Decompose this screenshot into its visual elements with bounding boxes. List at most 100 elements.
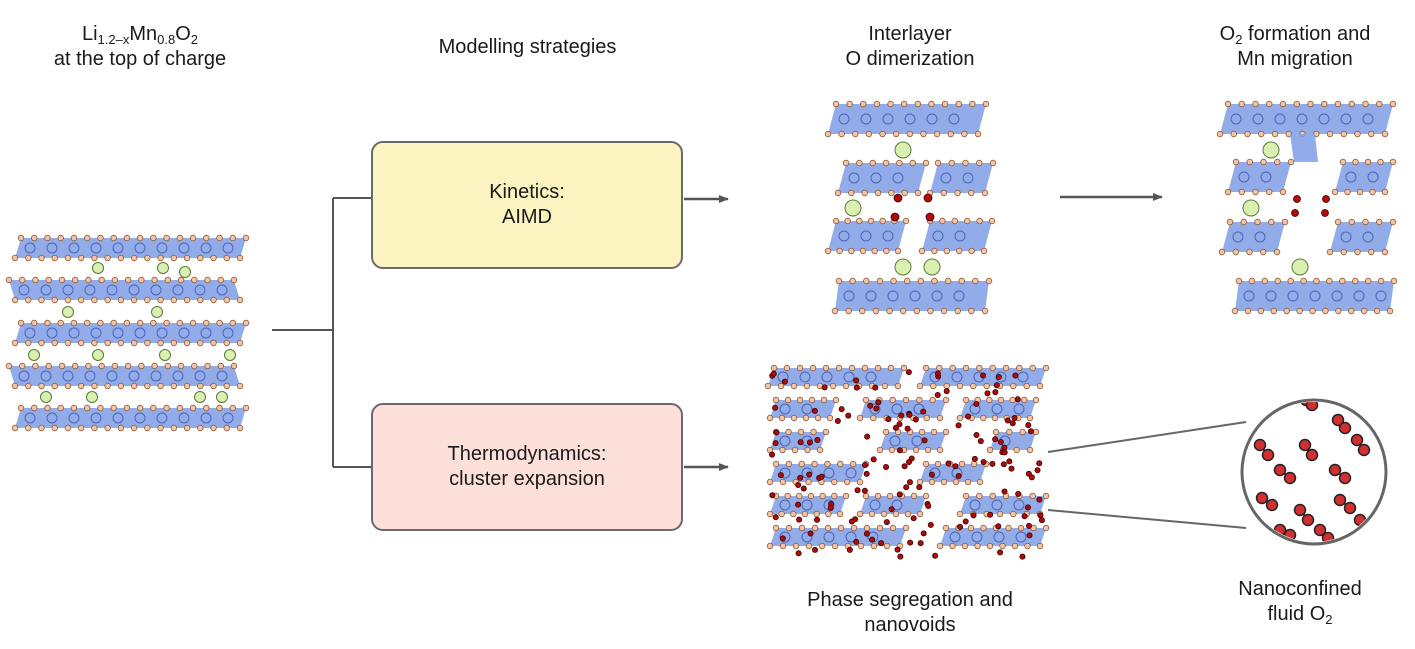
mn-atom [838,113,850,125]
oxygen-atom [861,189,868,197]
mn-slab [1335,162,1393,192]
oxygen-dimer-atom [811,407,818,414]
oxygen-atom [923,414,930,422]
oxygen-atom [1339,158,1347,166]
phase-segregation-structure [764,364,1050,560]
oxygen-atom [1331,188,1339,196]
oxygen-atom [1360,307,1368,315]
oxygen-atom [130,254,138,262]
oxygen-atom [980,247,988,255]
oxygen-atom [842,382,850,390]
oxygen-atom [980,414,987,422]
o2-atom [1261,448,1275,462]
oxygen-atom [150,404,157,412]
oxygen-atom [791,446,799,454]
oxygen-atom [242,404,250,412]
oxygen-atom [882,159,890,167]
oxygen-dimer-atom [1000,461,1007,468]
lithium-atom [923,258,941,276]
lithium-atom [28,349,40,361]
oxygen-atom [57,404,64,412]
mn-atom [62,284,74,296]
oxygen-dimer-atom [1038,517,1045,524]
oxygen-atom [70,319,78,327]
oxygen-atom [976,364,983,372]
oxygen-atom [1377,277,1385,285]
oxygen-atom [1216,130,1224,138]
mn-atom [962,172,974,184]
oxygen-atom [811,524,819,532]
mn-atom [178,242,190,254]
oxygen-atom [876,446,884,454]
mn-atom [1331,290,1343,302]
oxygen-atom [58,276,66,284]
oxygen-dimer-atom [934,392,941,399]
oxygen-dimer-atom [888,506,895,513]
oxygen-dimer-atom [907,539,914,546]
oxygen-atom [968,189,975,197]
oxygen-atom [848,189,855,197]
mn-atom [801,499,813,511]
oxygen-atom [1339,277,1346,285]
oxygen-dimer-atom [1008,465,1015,472]
oxygen-atom [136,234,144,242]
oxygen-atom [11,254,19,262]
oxygen-atom [1373,307,1381,315]
oxygen-dimer-atom [777,472,784,479]
oxygen-atom [1281,218,1289,226]
oxygen-atom [889,396,896,404]
oxygen-atom [91,339,98,347]
oxygen-atom [1246,158,1253,166]
oxygen-atom [104,296,111,304]
oxygen-atom [151,362,158,370]
oxygen-atom [785,524,793,532]
oxygen-dimer-atom [769,492,776,499]
oxygen-atom [779,478,787,486]
oxygen-dimer-atom [970,512,977,519]
mn-atom [24,412,36,424]
oxygen-dimer-atom [906,458,913,465]
oxygen-atom [123,234,131,242]
oxygen-atom [25,339,32,347]
oxygen-dimer-atom [872,384,879,391]
oxygen-atom [831,542,839,550]
oxygen-atom [836,247,843,255]
oxygen-atom [98,362,105,370]
oxygen-atom [939,217,946,225]
oxygen-atom [110,319,117,327]
oxygen-atom [203,234,210,242]
oxygen-atom [1010,382,1017,390]
oxygen-atom [822,428,830,436]
mn-atom [216,284,228,296]
oxygen-atom [1032,428,1040,436]
mn-atom [68,327,80,339]
oxygen-atom [933,130,941,138]
zoom-line-top [1047,421,1247,453]
oxygen-atom [941,100,949,108]
oxygen-atom [922,460,930,468]
oxygen-atom [863,524,871,532]
mn-atom [46,327,58,339]
oxygen-atom [983,382,990,390]
mn-atom [178,327,190,339]
oxygen-atom [798,460,805,468]
oxygen-atom [229,404,236,412]
mn-slab [1228,162,1291,192]
oxygen-atom [163,234,170,242]
oxygen-atom [97,319,104,327]
oxygen-atom [942,524,950,532]
oxygen-atom [954,307,961,315]
oxygen-atom [871,247,878,255]
oxygen-atom [1322,307,1329,315]
oxygen-dimer-atom [1012,372,1019,379]
mn-atom [932,230,944,242]
oxygen-atom [956,510,964,518]
oxygen-atom [11,424,19,432]
oxygen-atom [236,424,244,432]
mn-atom [799,371,811,383]
oxygen-atom [1352,158,1359,166]
oxygen-atom [809,364,817,372]
oxygen-atom [124,362,132,370]
mn-atom [156,327,168,339]
oxygen-atom [876,524,884,532]
